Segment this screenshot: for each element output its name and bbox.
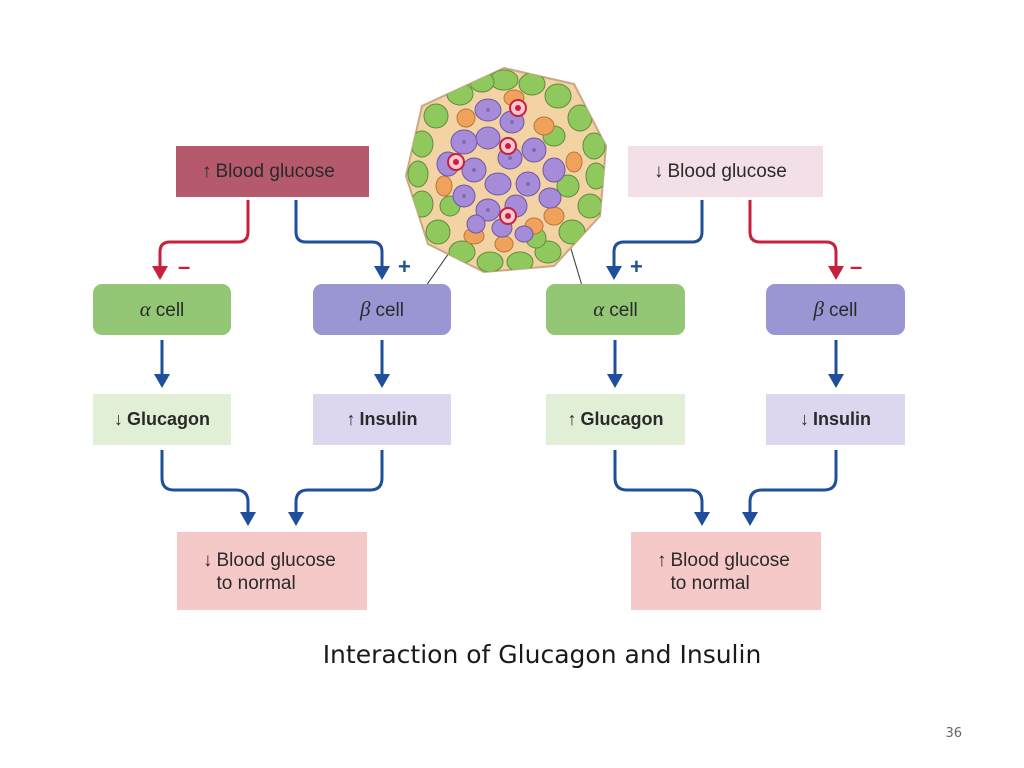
low-blood-glucose-label: Blood glucose [667,160,787,182]
glucagon-label: Glucagon [126,409,210,429]
low-blood-glucose-box: ↓Blood glucose [628,146,823,197]
up-arrow-icon: ↑ [202,160,212,182]
inhibit-sign-right-beta: – [850,254,863,279]
result-line-1: Blood glucose [216,550,336,571]
up-arrow-icon: ↑ [346,409,356,429]
beta-symbol: β [813,297,824,321]
arrow-stimulate-alpha-right [612,200,704,270]
arrow-inhibit-beta-right [748,200,838,270]
glucagon-label: Glucagon [580,409,664,429]
slide-caption: Interaction of Glucagon and Insulin [322,640,762,669]
insulin-label: Insulin [359,409,418,429]
arrow-stimulate-beta-left [294,200,384,270]
alpha-symbol: α [139,297,151,321]
glucagon-decrease-box: ↓Glucagon [93,394,231,445]
blood-glucose-normal-box-left: ↓ Blood glucose to normal [177,532,367,610]
blood-glucose-normal-box-right: ↑ Blood glucose to normal [631,532,821,610]
down-arrow-icon: ↓ [654,160,664,182]
stimulate-sign-right-alpha: + [630,254,643,279]
down-arrow-icon: ↓ [113,409,123,429]
down-arrow-icon: ↓ [800,409,809,429]
arrow-inhibit-alpha-left [158,200,250,270]
high-blood-glucose-box: ↑Blood glucose [176,146,369,197]
beta-cell-label: cell [828,300,858,321]
glucagon-increase-box: ↑Glucagon [546,394,685,445]
beta-cell-label: cell [375,300,404,321]
result-line-1: Blood glucose [670,550,790,571]
beta-symbol: β [360,297,371,321]
up-arrow-icon: ↑ [567,409,577,429]
inhibit-sign-left-alpha: – [178,254,191,279]
stimulate-sign-left-beta: + [398,254,411,279]
alpha-cell-label: cell [155,300,185,321]
pancreatic-islet-illustration [404,66,608,274]
alpha-cell-label: cell [609,300,638,321]
result-line-2: to normal [216,573,296,594]
insulin-label: Insulin [813,409,871,429]
page-number: 36 [945,726,962,741]
up-arrow-icon: ↑ [657,550,667,571]
alpha-symbol: α [593,297,605,321]
insulin-increase-box: ↑Insulin [313,394,451,445]
insulin-decrease-box: ↓Insulin [766,394,905,445]
result-line-2: to normal [670,573,750,594]
high-blood-glucose-label: Blood glucose [215,160,335,182]
down-arrow-icon: ↓ [203,550,213,571]
